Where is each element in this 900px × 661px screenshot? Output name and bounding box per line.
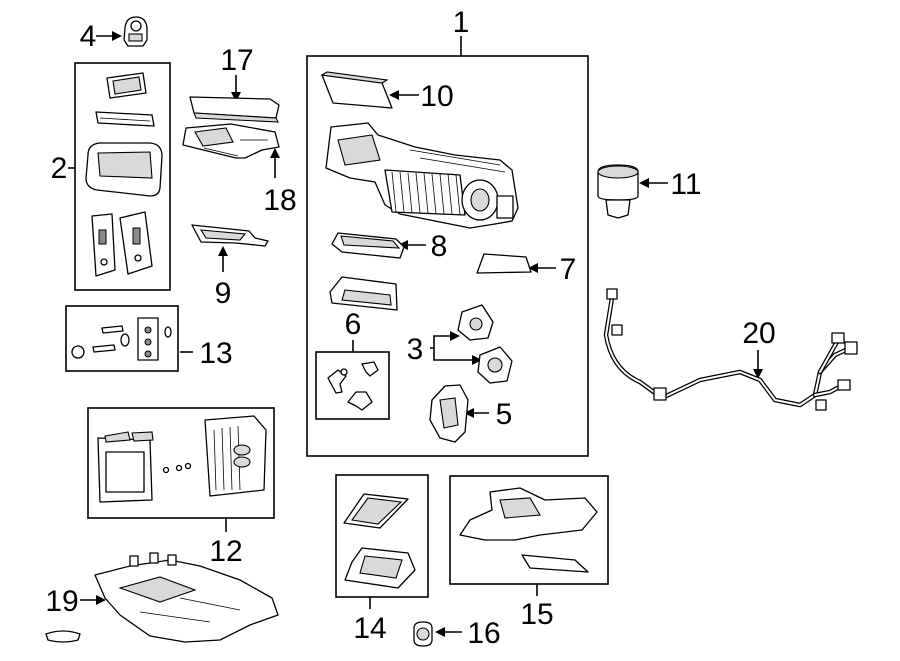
callout-2: 2 [51, 152, 68, 185]
callout-11: 11 [670, 168, 701, 201]
part-13-fasteners [71, 317, 172, 361]
part-15-duct [459, 487, 598, 573]
callout-14: 14 [353, 612, 386, 645]
callout-9: 9 [215, 277, 232, 310]
part-12-cores [97, 415, 267, 503]
callout-20: 20 [742, 317, 775, 350]
part-1-hvac-case [325, 122, 519, 229]
part-10-filter-door [320, 71, 393, 109]
part-7-cover [476, 253, 532, 274]
callout-12: 12 [209, 535, 242, 568]
part-20-wiring-harness [603, 288, 858, 411]
part-2-duct-seals [85, 72, 163, 277]
callout-4: 4 [80, 20, 97, 53]
callout-16: 16 [467, 617, 500, 650]
callout-13: 13 [199, 337, 232, 370]
leader-lines [68, 31, 763, 637]
group-box-14 [335, 474, 429, 598]
part-8-door [331, 232, 405, 259]
callout-7: 7 [560, 253, 577, 286]
callout-17: 17 [220, 44, 253, 77]
part-18-duct [182, 123, 280, 159]
callout-15: 15 [520, 598, 553, 631]
group-box-12 [87, 407, 275, 519]
evaporator-fins [213, 425, 241, 491]
callout-10: 10 [420, 80, 453, 113]
part-3-actuators [457, 304, 513, 384]
part-19-lower-case [45, 552, 279, 643]
group-box-1 [306, 55, 589, 457]
callout-3: 3 [407, 333, 424, 366]
heater-core-fins [391, 171, 461, 216]
part-5-blower-housing [429, 384, 469, 443]
callout-6: 6 [345, 308, 362, 341]
part-17-duct [189, 96, 280, 123]
part-4-sensor [123, 16, 148, 47]
part-9-bracket [191, 224, 269, 247]
callout-18: 18 [263, 184, 296, 217]
part-6-clips [327, 361, 379, 411]
part-14-filter [343, 493, 416, 589]
callout-8: 8 [431, 230, 448, 263]
group-box-15 [449, 475, 609, 585]
callout-19: 19 [45, 585, 78, 618]
group-box-6 [315, 351, 390, 420]
part-door-lower [329, 276, 398, 311]
part-16-seal [413, 621, 433, 647]
group-box-13 [65, 305, 179, 372]
group-box-2 [74, 62, 171, 291]
callout-5: 5 [496, 398, 513, 431]
part-11-blower-motor [597, 164, 639, 219]
callout-1: 1 [453, 6, 470, 39]
